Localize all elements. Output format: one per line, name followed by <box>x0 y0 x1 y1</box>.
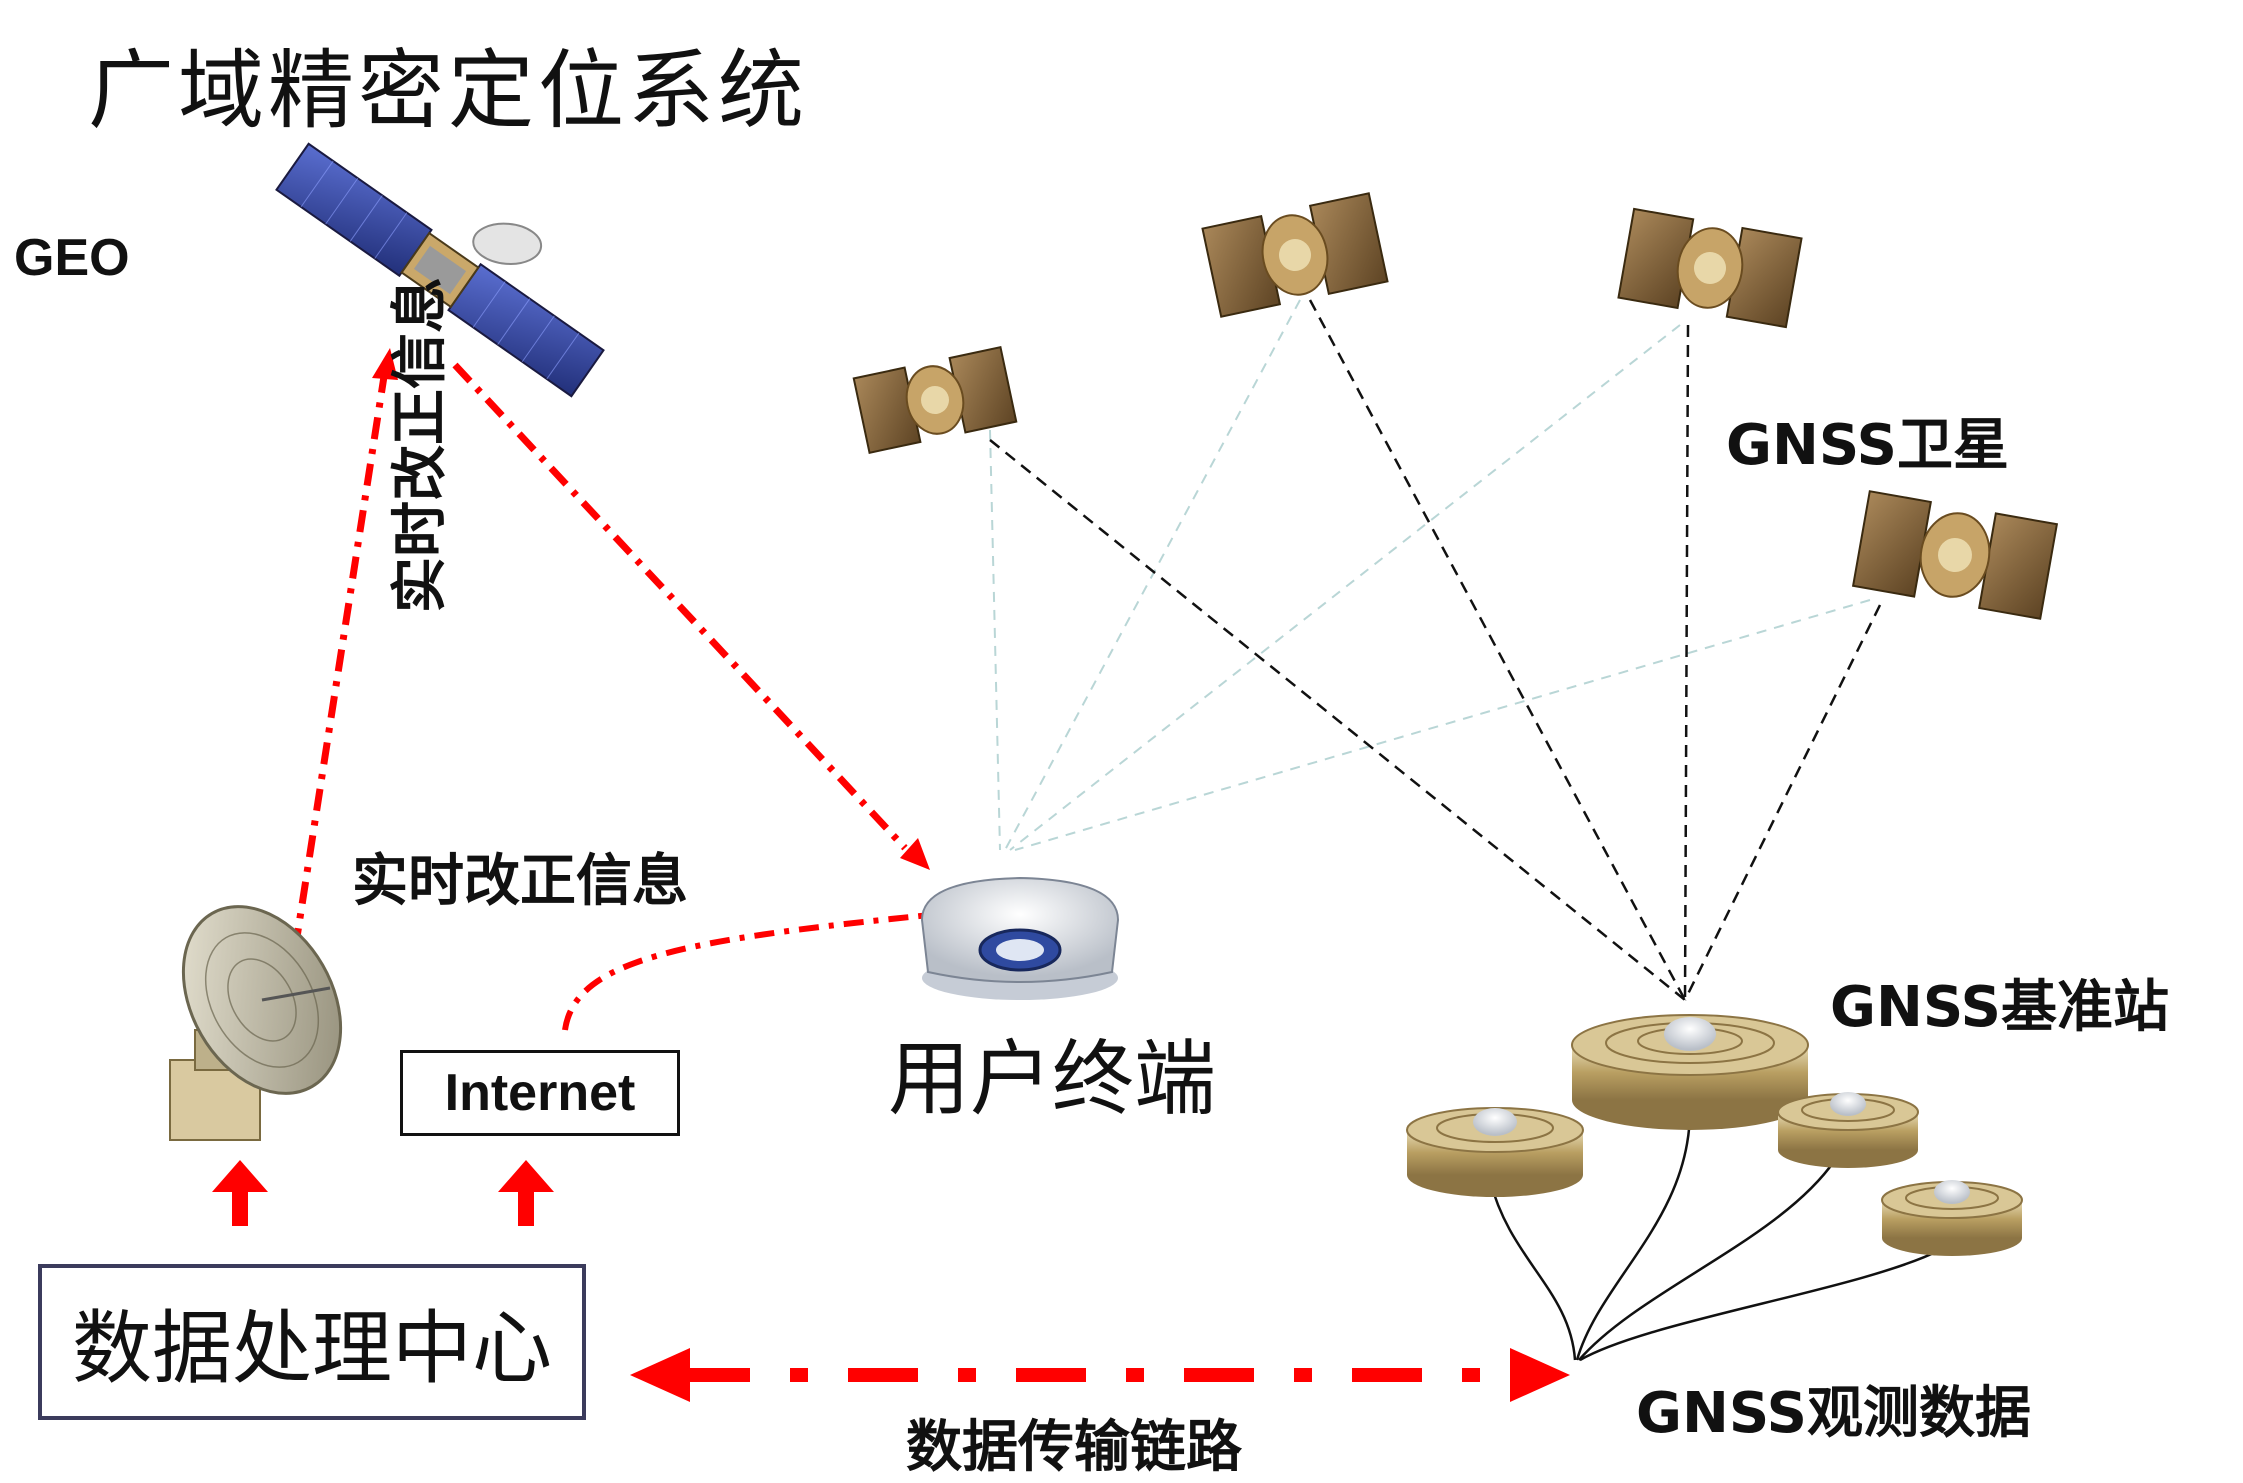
gnss-satellites-label: GNSS卫星 <box>1726 413 2009 478</box>
data-processing-center-box: 数据处理中心 <box>38 1264 586 1420</box>
user-terminal-label: 用户终端 <box>888 1032 1217 1127</box>
geo-satellite-icon <box>275 142 605 398</box>
up-arrow-dish <box>212 1160 268 1226</box>
downlink-arrowhead <box>900 838 930 870</box>
gnss-observation-data-label: GNSS观测数据 <box>1636 1381 2031 1446</box>
page-title: 广域精密定位系统 <box>88 41 808 141</box>
gnss-satellite-2-icon <box>1201 192 1389 318</box>
base-station-cables <box>1488 1109 1941 1362</box>
data-processing-center-label: 数据处理中心 <box>72 1302 552 1395</box>
realtime-correction-label: 实时改正信息 <box>352 849 688 914</box>
sat-to-base-lines <box>989 299 1882 1001</box>
internet-box: Internet <box>400 1050 680 1136</box>
geo-to-user-link <box>452 362 908 851</box>
internet-to-user-link <box>562 912 931 1031</box>
sat-to-user-lines <box>989 299 1871 851</box>
base-station-2-icon <box>1571 1014 1809 1130</box>
data-transmission-link-label: 数据传输链路 <box>906 1415 1242 1480</box>
uplink-to-geo <box>291 369 389 951</box>
base-station-4-icon <box>1881 1180 2023 1256</box>
data-transmission-link <box>630 1348 1570 1402</box>
uplink-arrowhead <box>372 348 398 380</box>
base-station-1-icon <box>1406 1107 1584 1197</box>
gnss-satellite-4-icon <box>1851 490 2059 620</box>
gnss-base-stations-label: GNSS基准站 <box>1830 975 2169 1040</box>
gnss-satellite-1-icon <box>852 346 1018 454</box>
user-terminal-receiver-icon <box>920 876 1120 1000</box>
internet-label: Internet <box>444 1064 636 1122</box>
up-arrow-internet <box>498 1160 554 1226</box>
realtime-correction-vertical-label: 实时改正信息 <box>388 277 453 613</box>
geo-label: GEO <box>14 229 130 287</box>
base-station-3-icon <box>1777 1092 1919 1168</box>
ground-dish-antenna-icon <box>169 905 343 1141</box>
gnss-satellite-3-icon <box>1617 207 1803 329</box>
